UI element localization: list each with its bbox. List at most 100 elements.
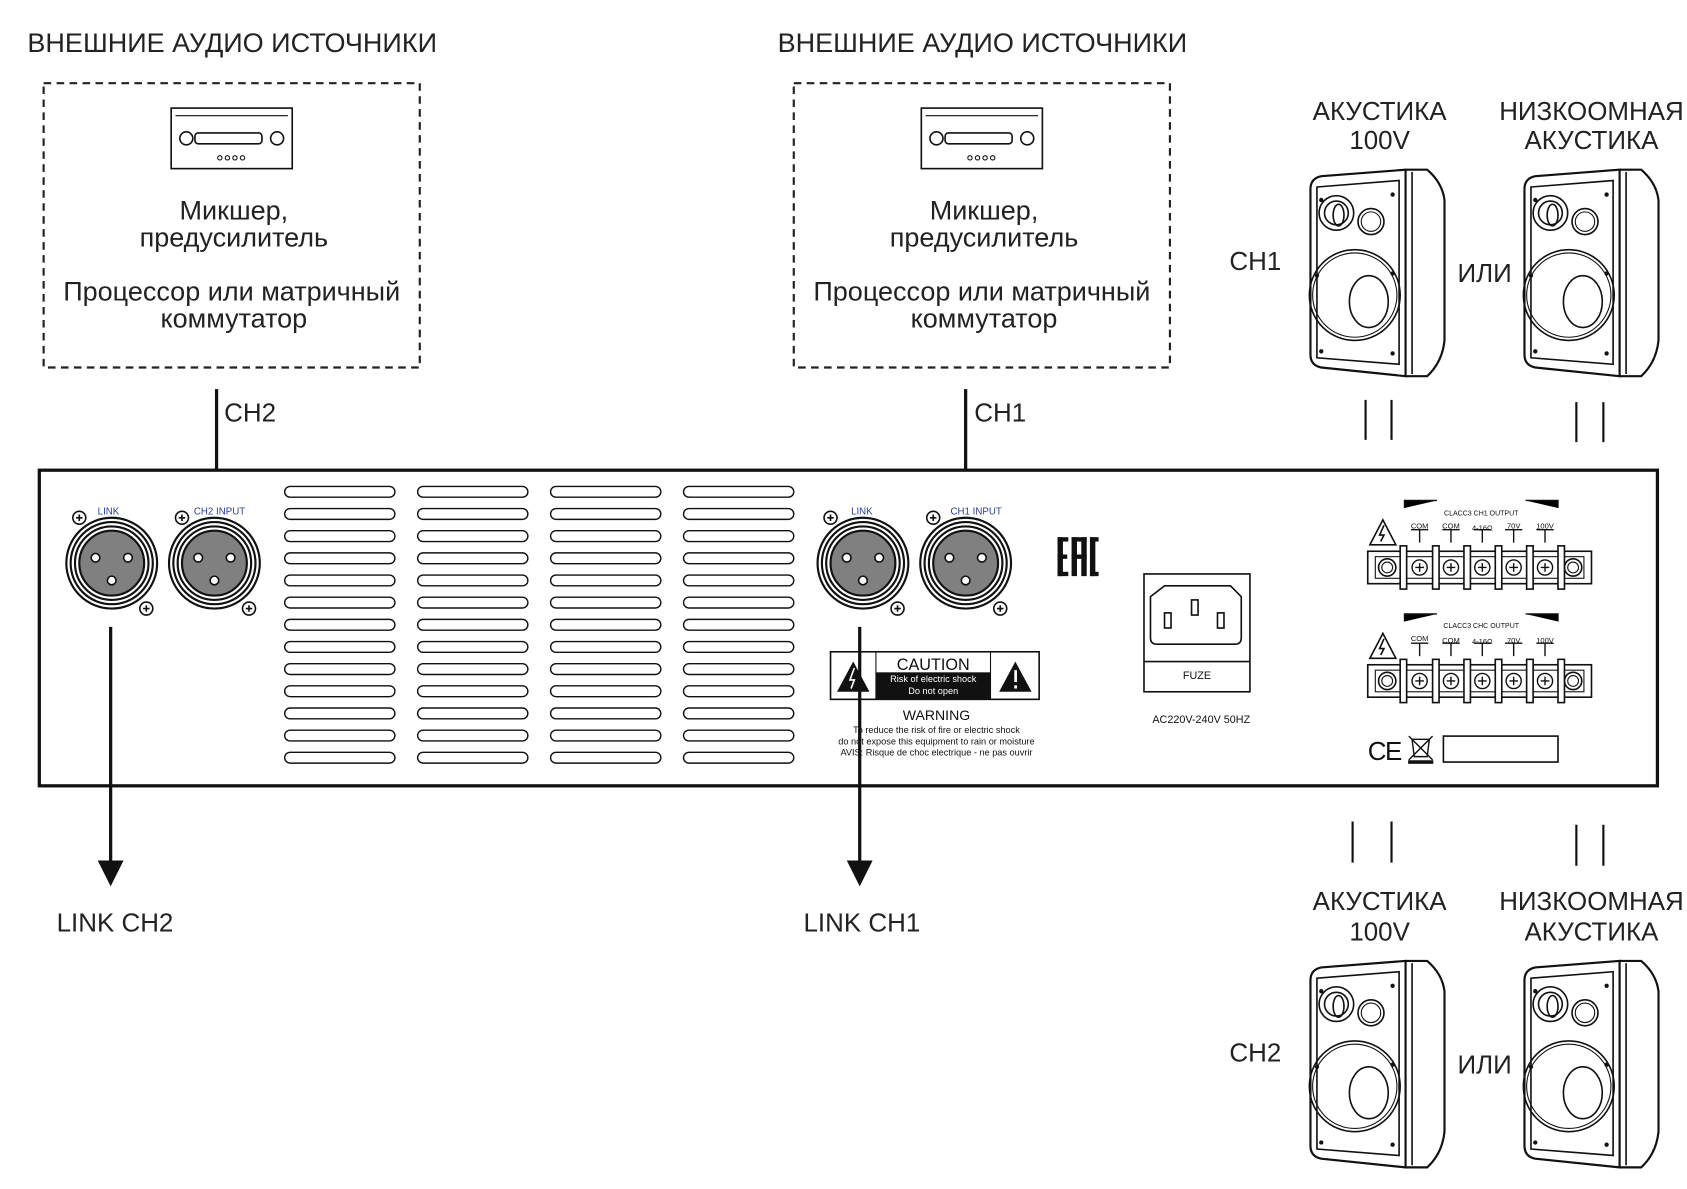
dashed-box (792, 82, 1172, 369)
vent-slot (682, 729, 795, 742)
ch2-link-label: LINK (98, 507, 120, 518)
vent-slot (682, 707, 795, 720)
speaker-label: 100V (1349, 918, 1410, 946)
vent-slot (283, 685, 396, 698)
vent-slot (283, 596, 396, 609)
vent-slot (283, 530, 396, 543)
vent-slot (549, 662, 662, 676)
vent-slot (283, 662, 396, 676)
vent-slot (416, 552, 529, 565)
vent-slot (416, 596, 529, 609)
vent-slot (416, 507, 529, 521)
fuse-label: FUZE (1183, 670, 1211, 682)
terminal-label: 4-16Ω (1472, 637, 1493, 646)
vent-slot (682, 662, 795, 676)
link-ch1-label: LINK CH1 (804, 910, 921, 938)
vent-slot (549, 552, 662, 565)
vent-slot (283, 552, 396, 565)
wire-lines (1364, 399, 1605, 443)
vent-slot (283, 574, 396, 587)
vent-slot (416, 640, 529, 654)
terminal-label: 70V (1507, 522, 1520, 531)
or-label: ИЛИ (1457, 260, 1511, 288)
output-title: CLACC3 CH1 OUTPUT (1444, 511, 1519, 518)
vent-slot (682, 640, 795, 654)
wire-lines (1351, 821, 1605, 866)
channel-label: CH1 (1229, 248, 1281, 276)
vent-slot (682, 530, 795, 543)
vent-slot (682, 485, 795, 498)
vent-slot (682, 574, 795, 587)
speaker-label: НИЗКООМНАЯ (1499, 98, 1684, 126)
speaker-label: АКУСТИКА (1525, 918, 1660, 946)
channel-label: CH1 (974, 400, 1026, 428)
vent-slot (416, 618, 529, 631)
device-text: предусилитель (140, 222, 329, 252)
device-text: коммутатор (911, 304, 1058, 334)
eac-logo (1057, 537, 1099, 577)
caution-title: CAUTION (897, 656, 970, 674)
vent-slot (549, 596, 662, 609)
output-title: CLACC3 CHC OUTPUT (1443, 623, 1519, 630)
vent-slot (283, 729, 396, 742)
speaker-label: АКУСТИКА (1525, 127, 1660, 155)
vent-slot (416, 751, 529, 764)
vent-slot (549, 685, 662, 698)
speaker-label: НИЗКООМНАЯ (1499, 888, 1684, 916)
vent-louvers (283, 485, 795, 764)
vent-slot (682, 552, 795, 565)
speakers-ch1: АКУСТИКА 100V НИЗКООМНАЯ АКУСТИКА CH1 ИЛ… (1229, 98, 1684, 443)
ch2-input-label: CH2 INPUT (194, 507, 245, 518)
terminal-label: 100V (1536, 522, 1554, 531)
vent-slot (283, 618, 396, 631)
caution-line: Risk of electric shock (890, 674, 977, 684)
ch1-input-label: CH1 INPUT (951, 507, 1002, 518)
warning-title: WARNING (903, 707, 970, 723)
device-text: Микшер, (180, 195, 289, 225)
vent-slot (283, 751, 396, 764)
power-inlet: FUZE AC220V-240V 50HZ (1143, 573, 1251, 726)
terminal-label: COM (1442, 636, 1460, 645)
vent-slot (283, 707, 396, 720)
ch1-link-label: LINK (851, 507, 873, 518)
terminal-label: 4-16Ω (1472, 524, 1493, 533)
channel-label: CH2 (224, 400, 276, 428)
vent-slot (682, 507, 795, 521)
vent-slot (283, 640, 396, 654)
power-rating: AC220V-240V 50HZ (1152, 714, 1250, 726)
or-label: ИЛИ (1457, 1051, 1511, 1079)
device-text: предусилитель (890, 222, 1079, 252)
speaker-low-impedance-icon (1522, 959, 1660, 1169)
vent-slot (416, 530, 529, 543)
mixer-device-icon (920, 107, 1044, 170)
device-text: коммутатор (161, 304, 308, 334)
terminal-label: COM (1411, 522, 1429, 531)
ce-mark: CE (1368, 738, 1403, 766)
vent-slot (549, 530, 662, 543)
vent-slot (416, 485, 529, 498)
amplifier-rear-panel: LINK CH2 INPUT LINK CH1 INPUT CAUTION Ri… (37, 468, 1660, 788)
vent-slot (549, 618, 662, 631)
serial-label-box (1442, 735, 1559, 763)
vent-slot (682, 685, 795, 698)
vent-slot (549, 574, 662, 587)
ch1-output-terminal: CLACC3 CH1 OUTPUT COM COM 4-16Ω 70V 100V (1366, 499, 1593, 590)
vent-slot (416, 662, 529, 676)
weee-bin-icon (1408, 735, 1434, 764)
warning-line: AVIS: Risque de choc electrique - ne pas… (840, 748, 1032, 758)
vent-slot (549, 707, 662, 720)
vent-slot (416, 729, 529, 742)
device-text: Процессор или матричный (813, 276, 1150, 306)
warning-line: To reduce the risk of fire or electric s… (853, 725, 1020, 735)
channel-label: CH2 (1229, 1039, 1281, 1067)
vent-slot (416, 685, 529, 698)
vent-slot (682, 618, 795, 631)
caution-line: Do not open (908, 686, 958, 696)
vent-slot (549, 485, 662, 498)
device-text: Микшер, (930, 195, 1039, 225)
vent-slot (549, 751, 662, 764)
source-title: ВНЕШНИЕ АУДИО ИСТОЧНИКИ (778, 28, 1188, 58)
vent-slot (549, 640, 662, 654)
speaker-low-impedance-icon (1522, 168, 1660, 378)
terminal-label: COM (1442, 522, 1460, 531)
